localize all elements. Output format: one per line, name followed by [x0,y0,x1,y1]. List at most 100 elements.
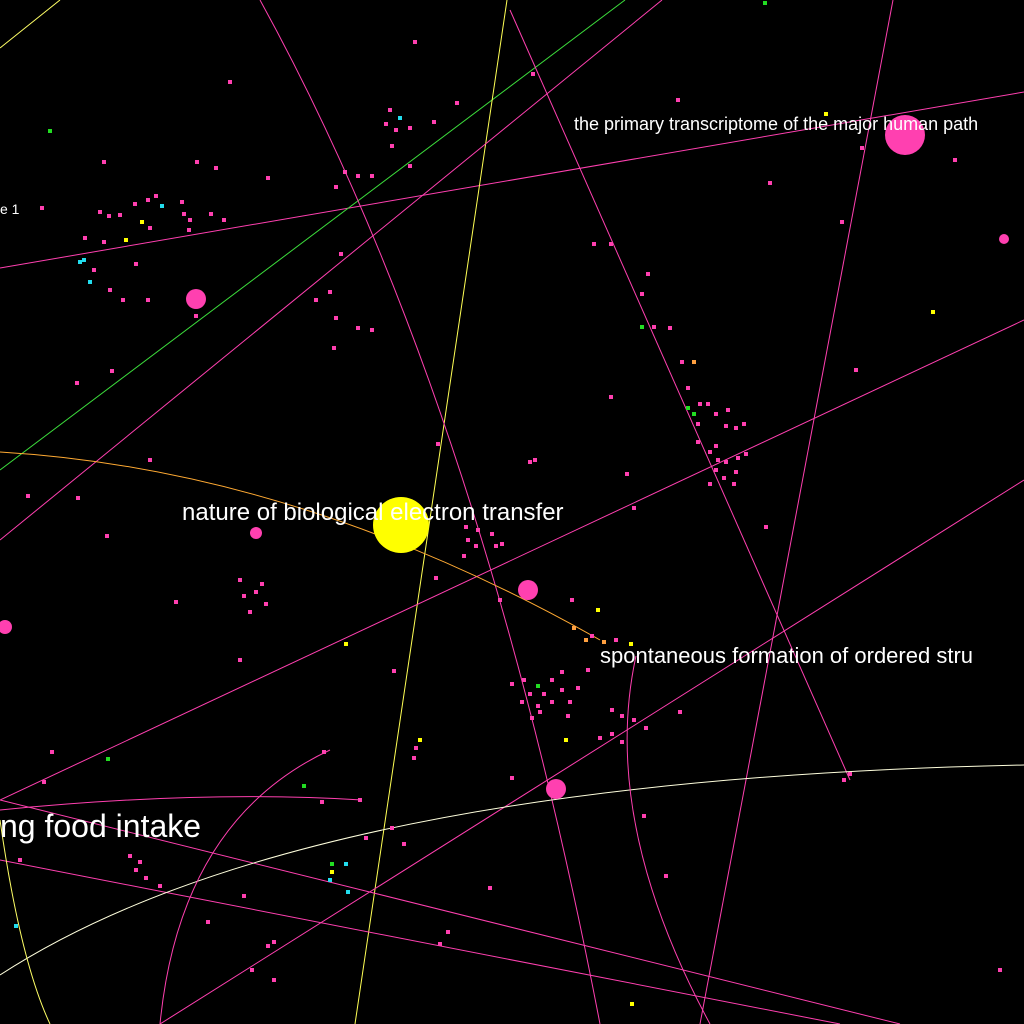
node-dot[interactable] [408,126,412,130]
node-dot[interactable] [714,444,718,448]
node-dot[interactable] [644,726,648,730]
node-dot[interactable] [629,642,633,646]
node-dot[interactable] [528,460,532,464]
node-dot[interactable] [474,544,478,548]
node-dot[interactable] [402,842,406,846]
node-dot[interactable] [408,164,412,168]
node-dot[interactable] [334,316,338,320]
node-dot[interactable] [860,146,864,150]
node-dot[interactable] [842,778,846,782]
node-dot[interactable] [390,144,394,148]
node-dot[interactable] [598,736,602,740]
node-dot[interactable] [344,862,348,866]
node-dot[interactable] [455,101,459,105]
node-dot[interactable] [736,456,740,460]
node-dot[interactable] [146,198,150,202]
node-dot[interactable] [560,688,564,692]
node-dot[interactable] [106,757,110,761]
node-dot[interactable] [356,326,360,330]
node-dot[interactable] [343,170,347,174]
node-dot[interactable] [346,890,350,894]
node-dot[interactable] [620,714,624,718]
node-dot[interactable] [222,218,226,222]
node-electron-transfer[interactable] [373,497,429,553]
node-dot[interactable] [632,718,636,722]
node-dot[interactable] [696,422,700,426]
node-dot[interactable] [238,658,242,662]
node-dot[interactable] [446,930,450,934]
node-dot[interactable] [609,242,613,246]
node-dot[interactable] [640,292,644,296]
node-dot[interactable] [533,458,537,462]
node[interactable] [999,234,1009,244]
node-dot[interactable] [550,700,554,704]
node-dot[interactable] [102,160,106,164]
node-dot[interactable] [250,968,254,972]
node-dot[interactable] [680,360,684,364]
node-dot[interactable] [134,262,138,266]
node-dot[interactable] [418,738,422,742]
node-dot[interactable] [83,236,87,240]
node[interactable] [0,620,12,634]
node-dot[interactable] [476,528,480,532]
node-dot[interactable] [530,716,534,720]
node-dot[interactable] [724,424,728,428]
node-dot[interactable] [500,542,504,546]
node-dot[interactable] [664,874,668,878]
node-dot[interactable] [302,784,306,788]
node-dot[interactable] [332,346,336,350]
node-dot[interactable] [107,214,111,218]
node-dot[interactable] [188,218,192,222]
node-dot[interactable] [242,594,246,598]
node[interactable] [518,580,538,600]
node-dot[interactable] [413,40,417,44]
node-dot[interactable] [248,610,252,614]
node-dot[interactable] [566,714,570,718]
node-dot[interactable] [652,325,656,329]
node-dot[interactable] [272,978,276,982]
node-dot[interactable] [264,602,268,606]
node-dot[interactable] [676,98,680,102]
node-dot[interactable] [209,212,213,216]
node[interactable] [546,779,566,799]
node-dot[interactable] [358,798,362,802]
node-dot[interactable] [187,228,191,232]
node-dot[interactable] [344,642,348,646]
node-dot[interactable] [398,116,402,120]
node-dot[interactable] [388,108,392,112]
node-dot[interactable] [195,160,199,164]
node[interactable] [186,289,206,309]
node-dot[interactable] [614,638,618,642]
node-dot[interactable] [538,710,542,714]
node-dot[interactable] [328,878,332,882]
node-dot[interactable] [686,386,690,390]
node-dot[interactable] [590,634,594,638]
node-dot[interactable] [254,590,258,594]
node-dot[interactable] [592,242,596,246]
node-dot[interactable] [228,80,232,84]
node-dot[interactable] [550,678,554,682]
node-dot[interactable] [708,450,712,454]
node-dot[interactable] [763,1,767,5]
node-dot[interactable] [610,732,614,736]
node-dot[interactable] [510,776,514,780]
node-dot[interactable] [370,174,374,178]
node-dot[interactable] [40,206,44,210]
node-dot[interactable] [158,884,162,888]
node-dot[interactable] [848,772,852,776]
node-dot[interactable] [542,692,546,696]
node-dot[interactable] [706,402,710,406]
node-dot[interactable] [42,780,46,784]
node-dot[interactable] [272,940,276,944]
node-dot[interactable] [160,204,164,208]
node-dot[interactable] [412,756,416,760]
node-dot[interactable] [498,598,502,602]
node-dot[interactable] [490,532,494,536]
node-dot[interactable] [722,476,726,480]
node-dot[interactable] [953,158,957,162]
node-dot[interactable] [625,472,629,476]
node-dot[interactable] [260,582,264,586]
node-dot[interactable] [742,422,746,426]
node-dot[interactable] [266,176,270,180]
node-dot[interactable] [824,112,828,116]
